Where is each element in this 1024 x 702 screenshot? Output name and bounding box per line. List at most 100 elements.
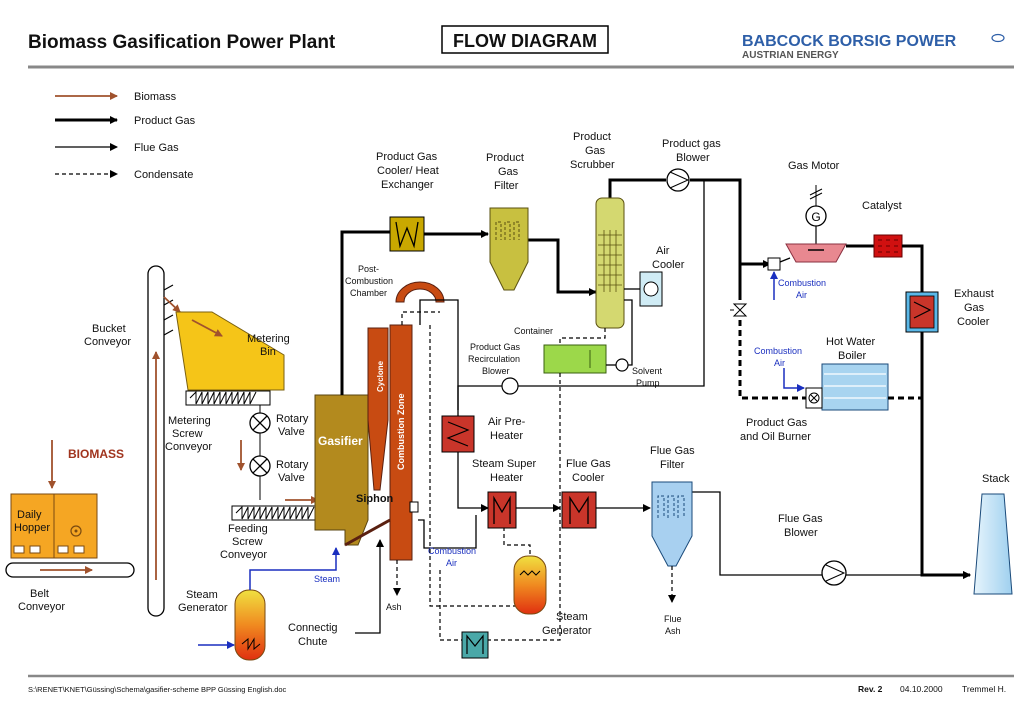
- steam-generator-right-coil-icon: [519, 570, 541, 576]
- product-gas-filter: [489, 207, 529, 291]
- steam-label: Steam: [314, 574, 340, 584]
- legend-condensate: Condensate: [134, 169, 193, 181]
- daily-hopper-label-1: Daily: [17, 509, 42, 521]
- motor-mixer: [767, 257, 781, 271]
- burner-gas-line: [738, 320, 806, 400]
- steam-generator-right-label-2: Generator: [542, 625, 592, 637]
- steam-generator-right-label-1: Steam: [556, 611, 588, 623]
- metering-screw-label-2: Screw: [172, 428, 203, 440]
- steam-generator-left-label-2: Generator: [178, 602, 228, 614]
- bucket-conveyor-label-2: Conveyor: [84, 336, 131, 348]
- rotary-valve-2-icon: [249, 455, 271, 477]
- condensate-loop-3: [439, 570, 462, 641]
- daily-hopper-label-2: Hopper: [14, 522, 50, 534]
- exhaust-cooler-core: [909, 295, 935, 329]
- bottom-heat-exchanger: [461, 631, 489, 659]
- rotary-valve-2-label-2: Valve: [278, 472, 305, 484]
- pg-blower-label-2: Blower: [676, 152, 710, 164]
- post-combustion-label-1: Post-: [358, 264, 379, 274]
- filter-bags-icon: [495, 221, 520, 240]
- pg-filter-label-3: Filter: [494, 180, 519, 192]
- recirculation-blower-icon: [501, 377, 519, 395]
- post-combustion-chamber: [395, 281, 445, 303]
- boiler-air-line: [783, 368, 805, 392]
- recirc-blower-label-1: Product Gas: [470, 342, 521, 352]
- siphon-connection: [344, 518, 391, 547]
- burner-cross-icon: [810, 394, 818, 402]
- brand-subtitle: AUSTRIAN ENERGY: [742, 50, 839, 61]
- catalyst-pattern: [878, 239, 898, 253]
- condensate-loop-2: [401, 311, 440, 325]
- pg-filter-label-1: Product: [486, 152, 524, 164]
- air-cooler-label-1: Air: [656, 245, 670, 257]
- bin-fill-arrow: [191, 319, 223, 337]
- footer-path: S:\RENET\KNET\Güssing\Schema\gasifier-sc…: [28, 685, 287, 694]
- flue-gas-filter: [651, 481, 693, 567]
- combustion-zone-label: Combustion Zone: [396, 394, 406, 471]
- motor-air-label-2: Air: [796, 290, 807, 300]
- bucket-conveyor-label-1: Bucket: [92, 323, 126, 335]
- motor-air-label-1: Combustion: [778, 278, 826, 288]
- pg-scrubber-label-3: Scrubber: [570, 159, 615, 171]
- combustion-air-line: [418, 515, 477, 549]
- rotary-valve-1-label-2: Valve: [278, 426, 305, 438]
- flue-cooler-coil-icon: [569, 495, 589, 524]
- burner-label-1: Product Gas: [746, 417, 808, 429]
- pg-filter-label-2: Gas: [498, 166, 519, 178]
- solvent-pump-label-1: Solvent: [632, 366, 663, 376]
- pg-blower-label-1: Product gas: [662, 138, 721, 150]
- diagram-title-box: [441, 25, 609, 54]
- hot-water-boiler-label-1: Hot Water: [826, 336, 875, 348]
- gas-motor: [785, 243, 847, 263]
- steam-generator-left-label-1: Steam: [186, 589, 218, 601]
- recirc-to-heater: [457, 385, 502, 410]
- flue-gas-filter-label-1: Flue Gas: [650, 445, 695, 457]
- brand-logo: BABCOCK BORSIG POWER: [742, 33, 957, 50]
- steam-generator-left-coil-icon: [241, 637, 261, 651]
- legend-flue-gas: Flue Gas: [134, 142, 179, 154]
- flue-gas-blower-icon: [821, 560, 847, 586]
- boiler-valve-icon: [730, 303, 748, 317]
- footer-date: 04.10.2000: [900, 684, 943, 694]
- stack: [973, 493, 1013, 595]
- belt-conveyor-label-2: Conveyor: [18, 601, 65, 613]
- product-gas-line-3: [528, 238, 597, 296]
- recirculation-line: [518, 180, 705, 387]
- metering-screw-label-1: Metering: [168, 415, 211, 427]
- flue-gas-blower-symbol-icon: [825, 564, 846, 582]
- flue-gas-blower-label-2: Blower: [784, 527, 818, 539]
- air-preheater-label-2: Heater: [490, 430, 523, 442]
- pg-cooler-label-2: Cooler/ Heat: [377, 165, 439, 177]
- combustion-air-inlet: [409, 501, 419, 513]
- steam-superheater-label-1: Steam Super: [472, 458, 537, 470]
- cyclone: [367, 327, 389, 491]
- pg-scrubber-label-1: Product: [573, 131, 611, 143]
- feeding-screw-conveyor: [231, 505, 327, 521]
- diagram-title: FLOW DIAGRAM: [453, 31, 597, 51]
- boiler-air-label-2: Air: [774, 358, 785, 368]
- exhaust-cooler-label-3: Cooler: [957, 316, 990, 328]
- catalyst-label: Catalyst: [862, 200, 902, 212]
- flue-gas-cooler: [561, 491, 597, 529]
- flue-gas-line-5: [690, 491, 822, 576]
- biomass-label: BIOMASS: [68, 447, 124, 461]
- combustion-air-label-2: Air: [446, 558, 457, 568]
- flue-filter-bags-icon: [657, 495, 685, 518]
- recirc-blower-label-3: Blower: [482, 366, 510, 376]
- cooler-coil-icon: [395, 221, 419, 249]
- air-preheater-coil-icon: [446, 421, 470, 447]
- steam-generator-right: [513, 555, 547, 615]
- footer-author: Tremmel H.: [962, 684, 1006, 694]
- product-gas-line-1: [340, 230, 390, 395]
- combustion-air-label-1: Combustion: [428, 546, 476, 556]
- product-gas-line-4: [608, 178, 666, 200]
- legend-biomass: Biomass: [134, 91, 177, 103]
- gasifier: [314, 394, 369, 546]
- brand-mark-icon: [991, 33, 1005, 43]
- steam-line: [249, 547, 340, 590]
- air-preheater-label-1: Air Pre-: [488, 416, 526, 428]
- exhaust-to-stack-line: [920, 332, 971, 579]
- combustion-zone: [389, 324, 413, 561]
- feeding-screw-label-1: Feeding: [228, 523, 268, 535]
